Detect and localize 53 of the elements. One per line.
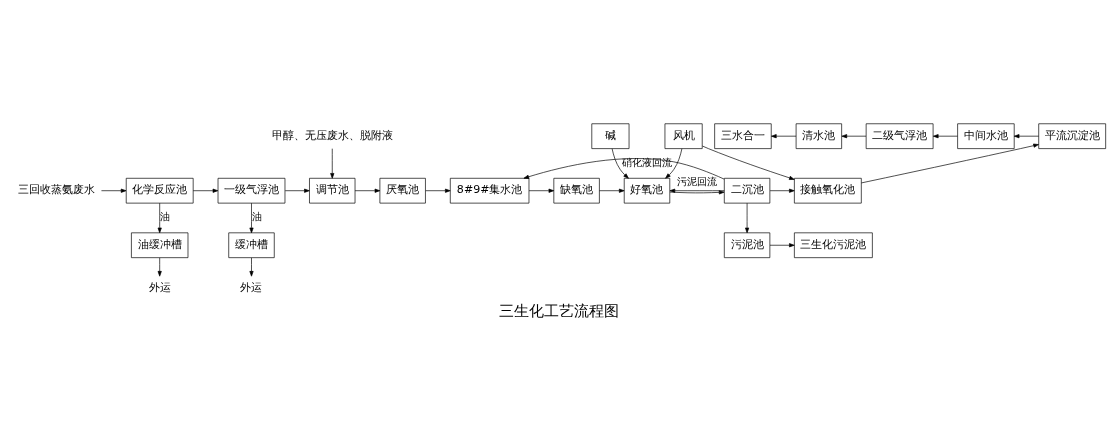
node-box: 污泥池 — [723, 232, 771, 258]
node-box: 中间水池 — [957, 123, 1015, 149]
arrow — [157, 257, 162, 277]
node-box: 好氧池 — [623, 177, 671, 204]
node-text: 外运 — [240, 281, 263, 295]
arrow — [702, 145, 795, 180]
arrow — [769, 188, 795, 193]
arrow — [425, 188, 451, 193]
node-text: 外运 — [148, 281, 171, 295]
node-text: 甲醇、无压废水、脱附液 — [271, 128, 393, 142]
node-box: 一级气浮池 — [217, 177, 286, 204]
node-box: 二沉池 — [723, 177, 771, 204]
arrow — [745, 202, 750, 234]
arrow — [1013, 134, 1040, 139]
node-box: 调节池 — [309, 177, 356, 204]
arrow — [284, 188, 310, 193]
edge-label: 油 — [160, 210, 171, 223]
node-box: 清水池 — [795, 123, 842, 149]
arrow — [665, 148, 683, 179]
arrow — [599, 188, 625, 193]
arrow — [249, 257, 254, 277]
node-box: 平流沉淀池 — [1038, 123, 1106, 149]
arrow — [769, 243, 795, 248]
diagram-title: 三生化工艺流程图 — [499, 302, 619, 321]
node-box: 接触氧化池 — [794, 177, 862, 204]
edge-label: 硝化液回流 — [622, 155, 673, 168]
arrow — [611, 148, 629, 179]
arrow — [528, 188, 555, 193]
node-box: 厌氧池 — [379, 177, 426, 204]
arrow — [861, 143, 1039, 184]
node-box: 8#9#集水池 — [449, 177, 530, 204]
edge-label: 油 — [252, 210, 263, 223]
node-box: 化学反应池 — [125, 177, 194, 204]
node-box: 缓冲槽 — [228, 232, 275, 258]
arrow — [933, 134, 958, 139]
arrow — [523, 158, 725, 180]
node-box: 碱 — [591, 123, 630, 149]
node-box: 缺氧池 — [553, 177, 600, 204]
edge-label: 污泥回流 — [677, 175, 718, 188]
arrow — [841, 134, 867, 139]
arrow — [192, 188, 219, 193]
node-box: 油缓冲槽 — [131, 232, 189, 258]
node-box: 三生化污泥池 — [794, 232, 873, 258]
node-box: 二级气浮池 — [865, 123, 934, 149]
arrow — [249, 202, 254, 234]
arrow — [354, 188, 381, 193]
node-text: 三回收蒸氨废水 — [18, 183, 96, 197]
arrow — [101, 188, 127, 193]
node-box: 三水合一 — [714, 123, 772, 149]
arrow — [771, 134, 797, 139]
arrow — [330, 148, 335, 179]
arrow — [157, 202, 162, 234]
node-box: 风机 — [664, 123, 703, 149]
